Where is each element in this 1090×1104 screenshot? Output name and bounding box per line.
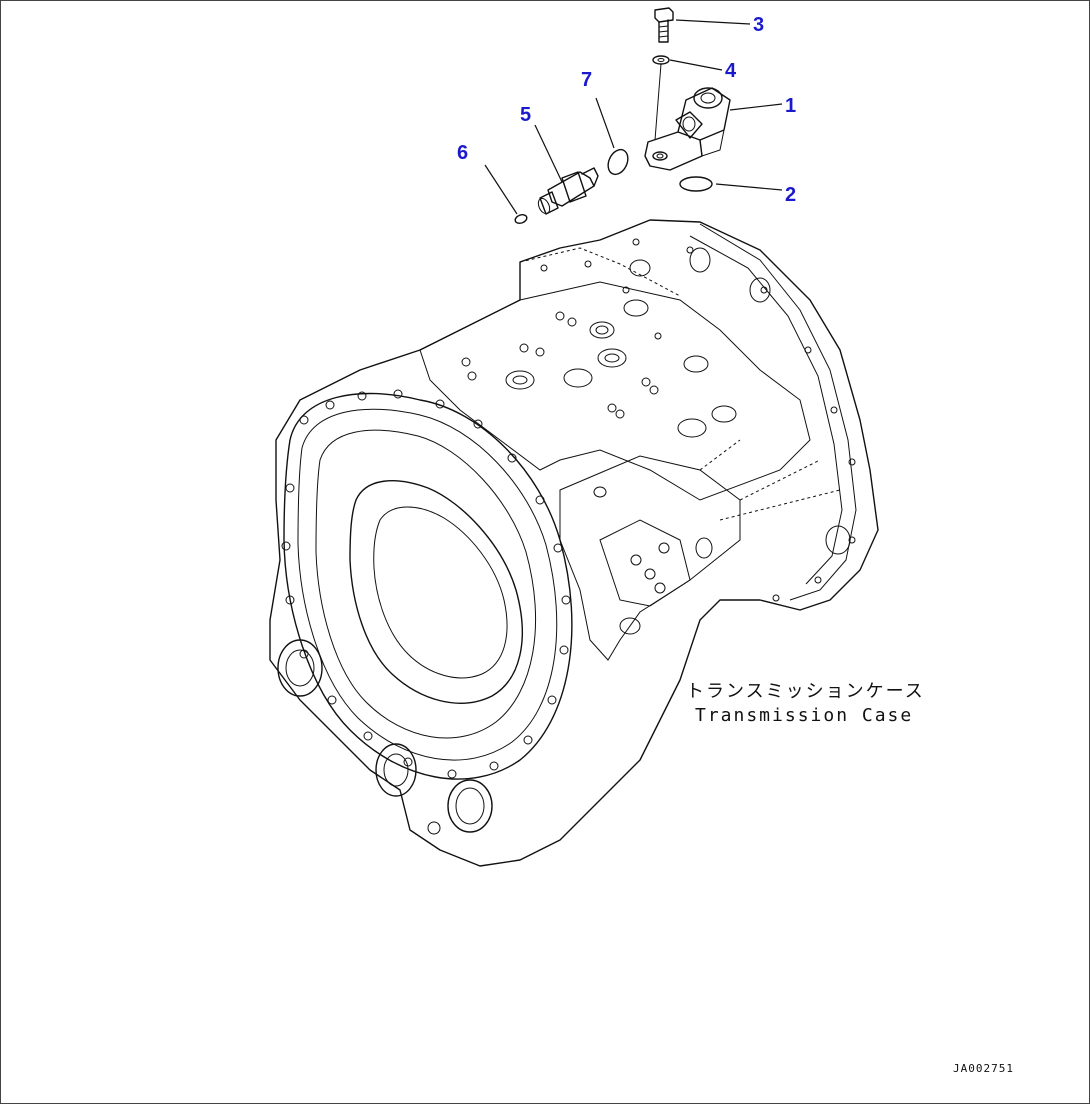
part-5-fitting (537, 167, 599, 215)
part-6-o-ring (514, 214, 528, 224)
part-2-o-ring (679, 176, 713, 192)
deck-ports (461, 238, 856, 602)
caption-english: Transmission Case (695, 705, 913, 726)
callout-3: 3 (753, 14, 764, 36)
drawing-code: JA002751 (953, 1062, 1014, 1075)
caption-japanese: トランスミッションケース (686, 681, 925, 702)
callout-6: 6 (457, 142, 468, 164)
flange-bolt-holes (281, 389, 571, 779)
callout-4: 4 (725, 60, 737, 82)
part-4-washer (652, 55, 670, 141)
leader-lines (484, 19, 783, 215)
callout-1: 1 (785, 95, 796, 117)
part-7-o-ring (607, 148, 629, 176)
transmission-case (269, 219, 879, 867)
part-1-elbow-block (644, 87, 731, 171)
part-3-bolt (654, 7, 674, 43)
callout-7: 7 (581, 69, 592, 91)
callout-5: 5 (520, 104, 531, 126)
callout-2: 2 (785, 184, 796, 206)
